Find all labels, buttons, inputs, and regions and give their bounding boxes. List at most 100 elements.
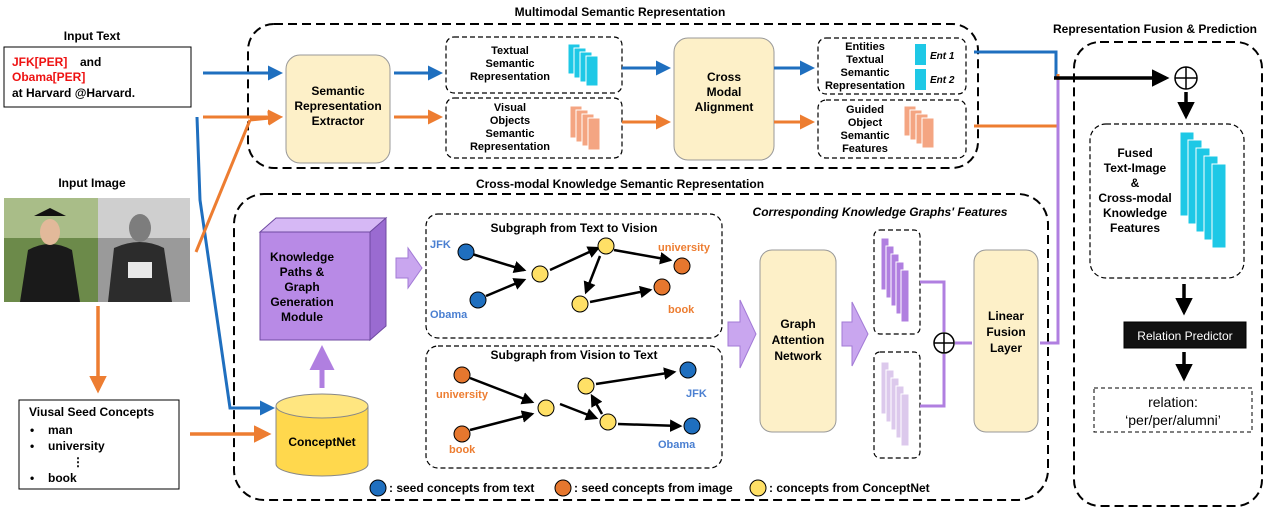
- legend-text: : seed concepts from text: [389, 481, 534, 495]
- legend-conceptnet-dot: [749, 479, 767, 497]
- subgraph-text-to-vision: Subgraph from Text to Vision JFK Obama u…: [425, 213, 723, 339]
- svg-text:Cross-modal: Cross-modal: [1098, 191, 1171, 205]
- ent2-label: Ent 2: [930, 75, 955, 86]
- multimodal-container: [247, 23, 979, 169]
- legend-text-dot: [369, 479, 387, 497]
- node-book: [653, 278, 671, 296]
- node-book: [453, 425, 471, 443]
- svg-text:university: university: [436, 389, 489, 401]
- kg-feature-block-1: [873, 229, 921, 335]
- svg-text:Cross: Cross: [707, 70, 741, 84]
- crossmodal-title: Cross-modal Knowledge Semantic Represent…: [476, 177, 764, 191]
- legend: : seed concepts from text : seed concept…: [369, 479, 930, 497]
- svg-text:Subgraph from Text to Vision: Subgraph from Text to Vision: [491, 221, 658, 235]
- svg-text:Features: Features: [842, 143, 888, 155]
- input-image: [4, 198, 190, 302]
- input-text-line2: Obama[PER]: [12, 70, 85, 84]
- kg-feature-fusion-lines: [920, 280, 972, 408]
- svg-text:Textual: Textual: [491, 45, 529, 57]
- svg-text:Modal: Modal: [707, 85, 742, 99]
- textual-feature-bars: [567, 43, 599, 87]
- fusion-title: Representation Fusion & Prediction: [1053, 22, 1257, 36]
- svg-text:university: university: [658, 242, 711, 254]
- guided-object-semantic-features: Guided Object Semantic Features: [817, 99, 967, 159]
- svg-text:Extractor: Extractor: [312, 114, 365, 128]
- textual-semantic-representation: Textual Semantic Representation: [445, 36, 623, 94]
- ent2-bar: [915, 69, 926, 90]
- oplus-icon: [933, 332, 955, 354]
- seed-item: university: [48, 439, 105, 453]
- svg-text:Semantic: Semantic: [486, 128, 535, 140]
- fused-feature-bars: [1179, 131, 1227, 249]
- legend-image: : seed concepts from image: [574, 481, 733, 495]
- ent1-bar: [915, 44, 926, 65]
- visual-seed-concepts-box: Viusal Seed Concepts • man • university …: [18, 399, 180, 490]
- subgraph-to-gat-arrow: [727, 299, 757, 369]
- input-arrows: [89, 110, 283, 443]
- relation-predictor: Relation Predictor: [1123, 321, 1247, 349]
- kg-feature-block-2: [873, 351, 921, 459]
- seed-title: Viusal Seed Concepts: [29, 405, 154, 419]
- svg-text:•: •: [30, 423, 34, 437]
- svg-text:Generation: Generation: [270, 295, 333, 309]
- svg-text:Network: Network: [774, 349, 822, 363]
- semantic-representation-extractor: Semantic Representation Extractor: [285, 54, 391, 164]
- multimodal-title: Multimodal Semantic Representation: [515, 5, 726, 19]
- input-text-line1b: and: [80, 55, 101, 69]
- svg-text:Textual: Textual: [846, 54, 884, 66]
- svg-text:Representation: Representation: [294, 99, 381, 113]
- visual-feature-bars: [569, 105, 601, 151]
- input-text-line3: at Harvard @Harvard.: [12, 86, 135, 100]
- svg-text:Graph: Graph: [284, 280, 319, 294]
- input-text-title: Input Text: [64, 29, 120, 43]
- graph-attention-network: Graph Attention Network: [759, 249, 837, 433]
- guided-feature-bars: [903, 105, 935, 149]
- input-text-line1a: JFK[PER]: [12, 55, 67, 69]
- svg-text:Objects: Objects: [490, 115, 530, 127]
- svg-text:Text-Image: Text-Image: [1104, 161, 1167, 175]
- svg-text:Subgraph from Vision to Text: Subgraph from Vision to Text: [491, 348, 658, 362]
- svg-text:Knowledge: Knowledge: [270, 250, 334, 264]
- fusion-container: [1073, 41, 1263, 507]
- svg-text:Semantic: Semantic: [311, 84, 365, 98]
- svg-text:Paths &: Paths &: [280, 265, 325, 279]
- svg-text:Knowledge: Knowledge: [1103, 206, 1167, 220]
- conceptnet-database: ConceptNet: [275, 393, 369, 477]
- seed-item-ellipsis: ⋮: [72, 455, 84, 469]
- svg-text:Object: Object: [848, 117, 883, 129]
- legend-image-dot: [554, 479, 572, 497]
- svg-text:Representation: Representation: [825, 80, 905, 92]
- module-to-subgraph-arrow: [395, 246, 423, 290]
- svg-text:JFK: JFK: [686, 388, 707, 400]
- linear-fusion-layer: Linear Fusion Layer: [973, 249, 1039, 433]
- fused-features-box: Fused Text-Image & Cross-modal Knowledge…: [1089, 123, 1245, 279]
- svg-text:Guided: Guided: [846, 104, 884, 116]
- multimodal-arrows: [203, 50, 1170, 345]
- input-image-title: Input Image: [58, 176, 126, 190]
- svg-text:Fused: Fused: [1117, 146, 1152, 160]
- svg-text:Graph: Graph: [780, 317, 815, 331]
- oplus-icon: [1174, 66, 1198, 90]
- svg-text:Representation: Representation: [470, 71, 550, 83]
- knowledge-paths-module: Knowledge Paths & Graph Generation Modul…: [258, 216, 388, 342]
- node-jfk: [679, 361, 697, 379]
- svg-text:Module: Module: [281, 310, 323, 324]
- node-jfk: [457, 243, 475, 261]
- ent1-label: Ent 1: [930, 51, 955, 62]
- svg-text:Semantic: Semantic: [841, 67, 890, 79]
- svg-text:Layer: Layer: [990, 341, 1022, 355]
- svg-text:book: book: [449, 444, 476, 456]
- node-obama: [683, 417, 701, 435]
- svg-text:Relation Predictor: Relation Predictor: [1137, 329, 1232, 343]
- node-university: [453, 366, 471, 384]
- svg-text:•: •: [30, 439, 34, 453]
- node-university: [673, 257, 691, 275]
- svg-text:&: &: [1131, 176, 1140, 190]
- legend-conceptnet: : concepts from ConceptNet: [769, 481, 930, 495]
- crossmodal-container: [233, 193, 1049, 501]
- svg-text:Representation: Representation: [470, 141, 550, 153]
- subgraph-vision-to-text: Subgraph from Vision to Text university …: [425, 345, 723, 469]
- svg-text:Alignment: Alignment: [695, 100, 754, 114]
- entities-textual-semantic-representation: Entities Textual Semantic Representation…: [817, 37, 967, 95]
